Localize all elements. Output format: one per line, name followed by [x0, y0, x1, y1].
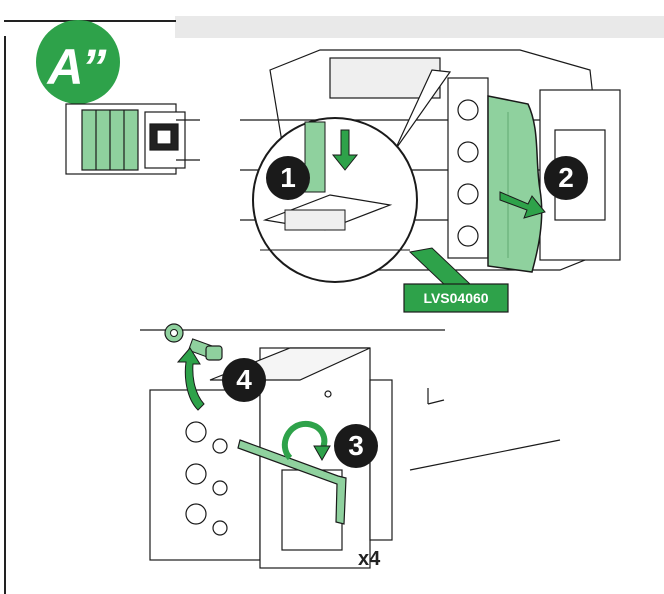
ref-label-box [403, 283, 509, 313]
arrow-up-icon [176, 347, 205, 411]
step-4-label: 4 [236, 364, 252, 395]
step-badge-circle [36, 20, 120, 104]
step-2-label: 2 [558, 162, 574, 193]
step-1-label: 1 [280, 162, 296, 193]
breaker-thumbnail [65, 103, 200, 175]
header-band [175, 16, 664, 38]
rotate-arrow-head [313, 445, 331, 462]
accessory-reference-label: LVS04060 [423, 290, 489, 306]
step-badge: A” [47, 39, 106, 95]
frame-top-rule [4, 20, 176, 22]
rotate-arrow-icon [281, 420, 328, 461]
arrow-down-icon [331, 129, 359, 171]
arrow-right-icon [499, 191, 546, 219]
step-3-circle [334, 424, 378, 468]
hex-key-icon [237, 439, 347, 525]
step-3-label: 3 [348, 430, 364, 461]
step-4-circle [222, 358, 266, 402]
step-1-circle [266, 156, 310, 200]
quantity-label: x4 [358, 548, 381, 570]
frame-left-rule [4, 36, 6, 594]
screw-icon [187, 338, 223, 361]
washer-icon [164, 323, 184, 343]
step-2-circle [544, 156, 588, 200]
